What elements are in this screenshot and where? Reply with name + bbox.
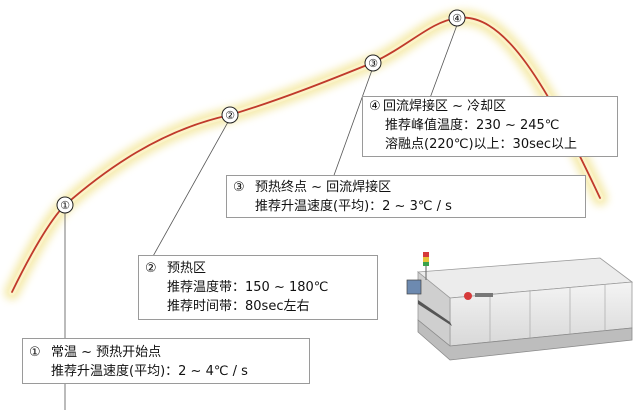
marker-1: ① bbox=[56, 196, 74, 214]
marker-4: ④ bbox=[448, 9, 466, 27]
reflow-oven-image bbox=[406, 252, 634, 361]
callout-stage-4-marker: ④ bbox=[369, 99, 381, 114]
leader-line-3 bbox=[332, 69, 373, 179]
callout-stage-2: ② 预热区 推荐温度带：150 ~ 180℃ 推荐时间带：80sec左右 bbox=[138, 255, 378, 320]
callout-stage-3-title-row: ③ 预热终点 ~ 回流焊接区 bbox=[233, 178, 579, 197]
callout-stage-4-line1: 推荐峰值温度：230 ~ 245℃ bbox=[385, 118, 560, 133]
callout-stage-1-line1: 推荐升温速度(平均)：2 ~ 4℃ / s bbox=[51, 364, 248, 379]
callout-stage-4-line2: 溶融点(220℃)以上：30sec以上 bbox=[385, 137, 578, 152]
callout-stage-2-line1: 推荐温度带：150 ~ 180℃ bbox=[167, 280, 329, 295]
callout-stage-1-title: 常温 ~ 预热开始点 bbox=[51, 345, 162, 360]
callout-stage-1-title-row: ① 常温 ~ 预热开始点 bbox=[29, 343, 303, 362]
callout-stage-3-line1: 推荐升温速度(平均)：2 ~ 3℃ / s bbox=[255, 199, 452, 214]
callout-stage-2-line2: 推荐时间带：80sec左右 bbox=[167, 299, 310, 314]
callout-stage-4-title: 回流焊接区 ~ 冷却区 bbox=[383, 99, 507, 114]
marker-1-label: ① bbox=[60, 199, 70, 212]
marker-2-label: ② bbox=[225, 109, 235, 122]
leader-line-2 bbox=[151, 121, 229, 259]
callout-stage-1: ① 常温 ~ 预热开始点 推荐升温速度(平均)：2 ~ 4℃ / s bbox=[22, 338, 310, 384]
callout-stage-2-title-row: ② 预热区 bbox=[145, 259, 371, 278]
callout-stage-2-title: 预热区 bbox=[167, 261, 207, 276]
marker-4-label: ④ bbox=[452, 12, 462, 25]
callout-stage-1-marker: ① bbox=[29, 345, 41, 360]
callout-stage-3-marker: ③ bbox=[233, 180, 245, 195]
leader-line-4 bbox=[429, 24, 458, 99]
marker-3: ③ bbox=[364, 54, 382, 72]
marker-3-label: ③ bbox=[368, 57, 378, 70]
marker-2: ② bbox=[221, 106, 239, 124]
callout-stage-3: ③ 预热终点 ~ 回流焊接区 推荐升温速度(平均)：2 ~ 3℃ / s bbox=[226, 175, 586, 218]
callout-stage-2-marker: ② bbox=[145, 261, 157, 276]
callout-stage-3-title: 预热终点 ~ 回流焊接区 bbox=[255, 180, 392, 195]
logo-icon bbox=[464, 292, 472, 300]
